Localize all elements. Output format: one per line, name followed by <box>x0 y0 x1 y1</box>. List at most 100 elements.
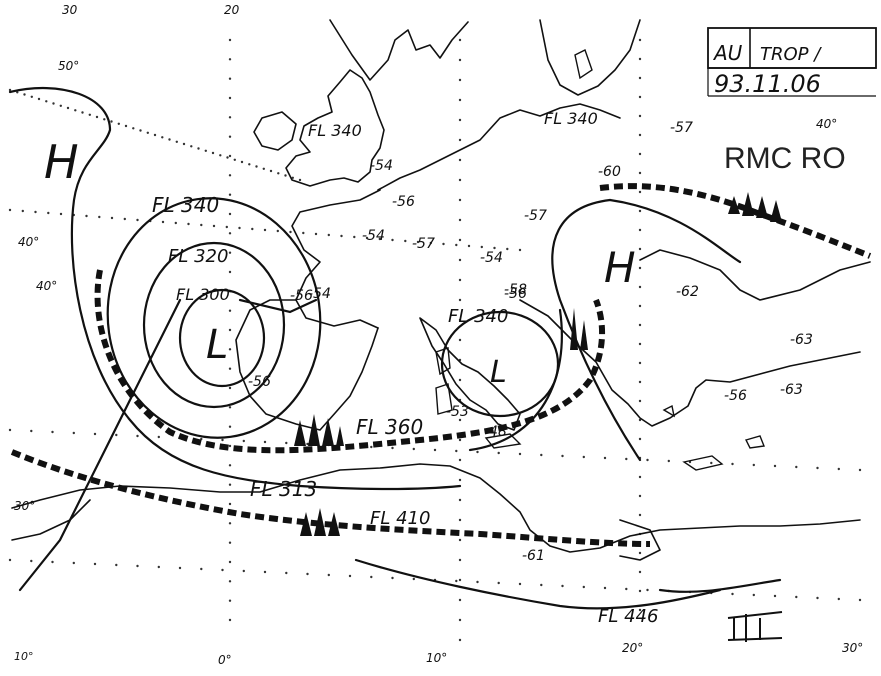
grid-dot <box>228 599 232 602</box>
fl-label-4: FL 340 <box>308 121 362 140</box>
grid-dot <box>228 444 232 448</box>
fl-label-1: FL 340 <box>152 193 219 217</box>
grid-dot <box>816 596 819 600</box>
grid-dot <box>638 342 642 346</box>
grid-dot <box>228 328 232 332</box>
grid-dot <box>638 361 642 365</box>
grid-dot <box>458 38 462 42</box>
grid-dot <box>391 238 394 242</box>
grid-dot <box>289 230 292 234</box>
lon-label-top-30: 30 <box>62 3 78 17</box>
grid-dot <box>139 129 142 132</box>
grid-dot <box>458 518 462 522</box>
grid-dot <box>74 109 77 112</box>
grid-dot <box>458 138 462 142</box>
grid-dot <box>638 589 642 593</box>
grid-dot <box>638 399 642 403</box>
grid-dot <box>638 114 642 118</box>
grid-dot <box>667 459 670 463</box>
grid-dot <box>242 569 245 573</box>
grid-dot <box>458 58 462 62</box>
grid-dot <box>455 243 458 247</box>
high-center-east: H <box>604 243 636 292</box>
grid-dot <box>518 582 522 586</box>
grid-dot <box>132 127 135 130</box>
grid-dot <box>458 158 462 162</box>
grid-dot <box>458 638 462 642</box>
temperature-label: -56 <box>724 388 747 404</box>
lon-label-10w: 10° <box>14 650 34 663</box>
grid-dot <box>238 226 241 230</box>
temperature-labels: -54-56-54-57-54-56-54-57-60-57-62-63-56-… <box>248 120 813 564</box>
grid-dot <box>582 585 585 589</box>
grid-dot <box>85 214 88 218</box>
grid-dot <box>638 152 642 156</box>
grid-dot <box>646 588 649 592</box>
grid-dot <box>458 298 462 302</box>
grid-dot <box>161 136 164 139</box>
grid-dot <box>233 158 236 161</box>
grid-dot <box>8 88 12 92</box>
grid-dot <box>284 174 287 177</box>
lat-lon-grid <box>8 38 862 642</box>
grid-dot <box>327 233 330 237</box>
lat-label-50: 50° <box>58 59 79 73</box>
temperature-label: -48 <box>484 424 507 440</box>
grid-dot <box>480 245 483 249</box>
grid-dot <box>81 111 84 114</box>
grid-dot <box>391 446 394 450</box>
grid-dot <box>228 154 232 158</box>
grid-dot <box>161 220 165 224</box>
grid-dot <box>638 133 642 137</box>
grid-dot <box>638 171 642 175</box>
grid-dot <box>404 239 407 243</box>
grid-dot <box>458 598 462 602</box>
grid-dot <box>638 418 642 422</box>
grid-dot <box>458 178 462 182</box>
grid-dot <box>136 564 139 568</box>
grid-dot <box>228 464 232 467</box>
temperature-label: -56 <box>392 194 415 210</box>
grid-dot <box>66 106 70 110</box>
grid-dot <box>263 440 267 444</box>
lat-label-30: 30° <box>14 499 35 513</box>
grid-dot <box>110 216 114 220</box>
grid-dot <box>731 462 734 466</box>
grid-dot <box>115 433 118 437</box>
grid-dot <box>340 234 343 238</box>
grid-dot <box>269 169 273 173</box>
grid-dot <box>228 425 232 428</box>
grid-dot <box>16 91 19 94</box>
grid-dot <box>433 448 437 452</box>
grid-dot <box>710 461 713 465</box>
temperature-label: -56 <box>290 288 313 304</box>
grid-dot <box>37 97 41 101</box>
grid-dot <box>255 165 258 168</box>
grid-dot <box>416 240 420 244</box>
grid-dot <box>262 167 265 170</box>
grid-dot <box>458 578 462 582</box>
grid-dot <box>153 133 157 137</box>
temperature-label: -54 <box>370 158 393 174</box>
grid-dot <box>638 228 642 232</box>
grid-dot <box>458 538 462 542</box>
fl-label-3: FL 300 <box>176 285 230 304</box>
temperature-label: -63 <box>780 382 803 398</box>
grid-dot <box>8 208 12 212</box>
grid-dot <box>21 209 24 213</box>
lon-label-20e: 20° <box>622 641 643 655</box>
fl-label-jet-1: FL 360 <box>356 415 423 439</box>
grid-dot <box>110 120 113 123</box>
grid-dot <box>204 149 207 152</box>
grid-dot <box>638 513 642 517</box>
grid-dot <box>124 124 128 128</box>
grid-dot <box>8 558 12 562</box>
fl-label-2: FL 320 <box>168 246 228 267</box>
grid-dot <box>47 211 50 215</box>
grid-dot <box>136 434 139 438</box>
grid-dot <box>378 237 381 241</box>
grid-dot <box>625 587 628 591</box>
grid-dot <box>638 323 642 327</box>
